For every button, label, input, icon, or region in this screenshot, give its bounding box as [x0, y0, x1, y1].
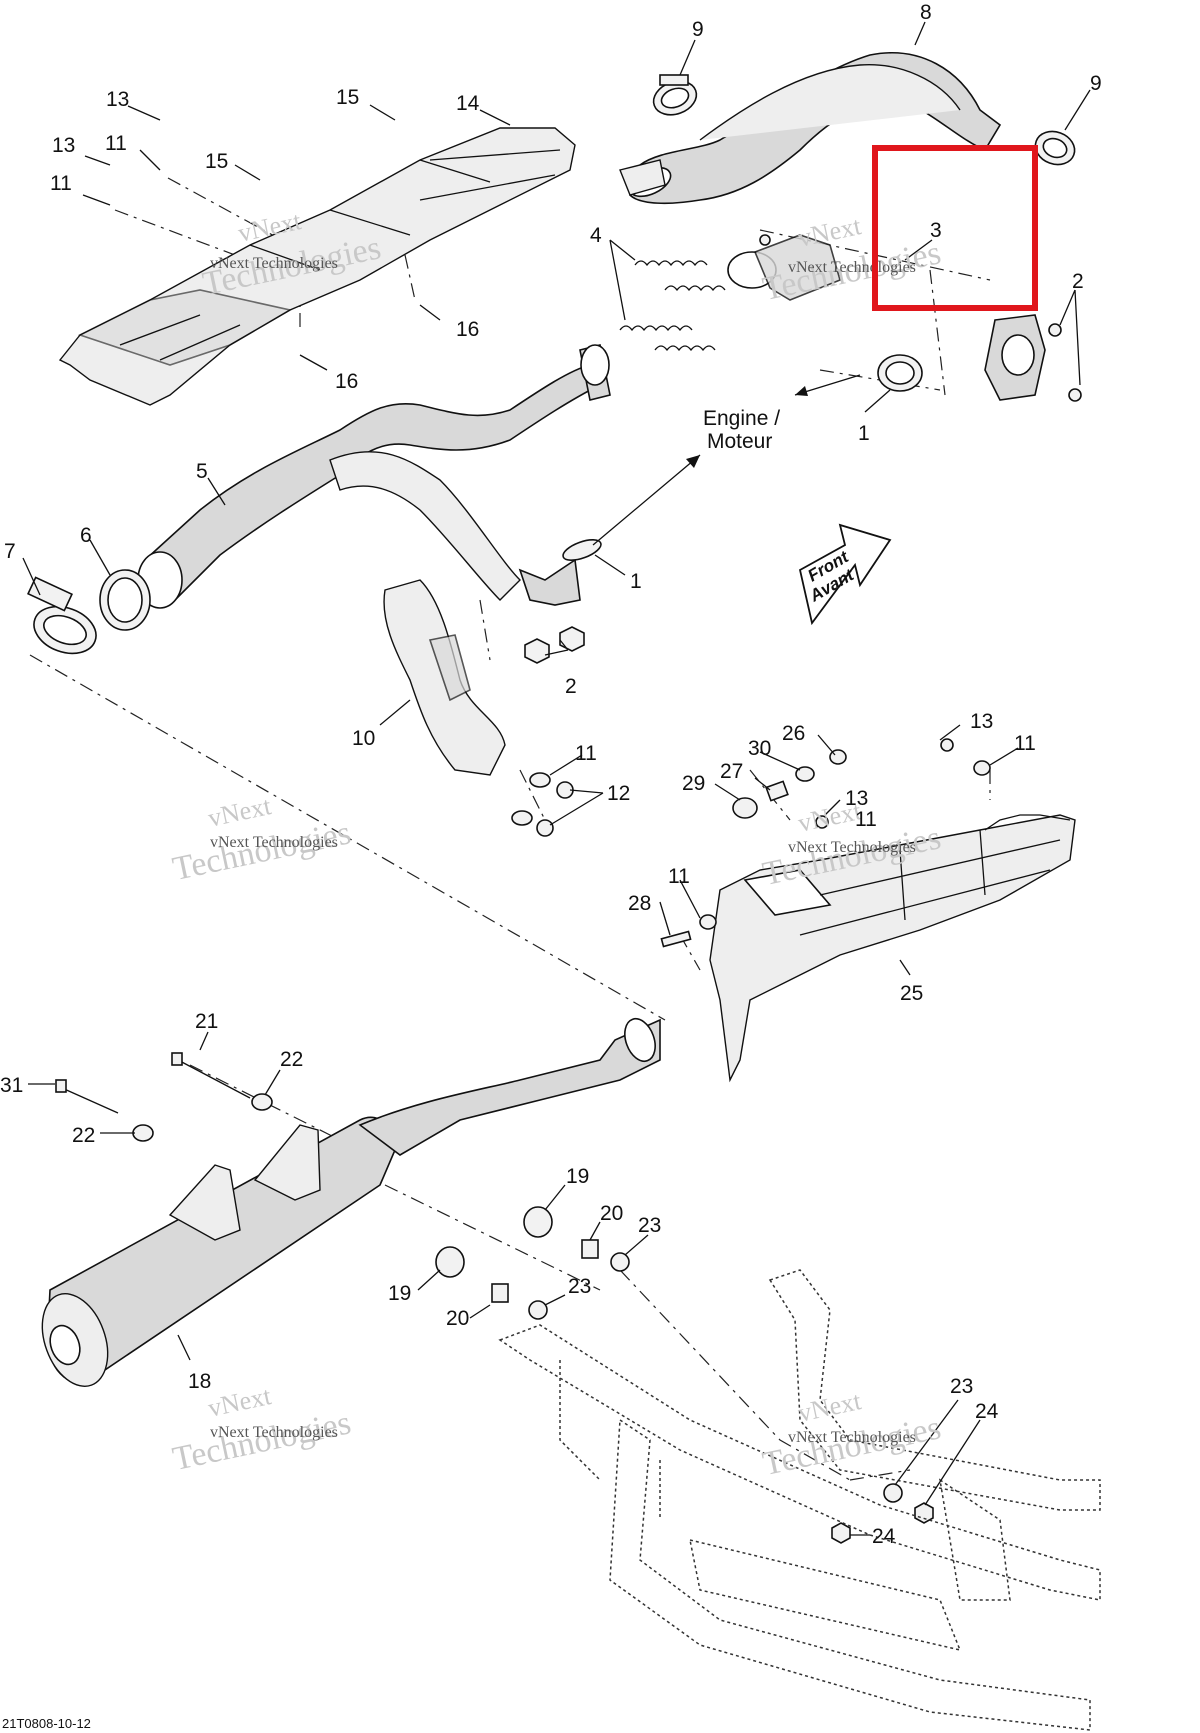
- engine-label-line2: Moteur: [707, 430, 772, 453]
- callout-23[interactable]: 23: [638, 1214, 661, 1237]
- callout-14[interactable]: 14: [456, 92, 480, 115]
- nuts-12: [536, 781, 574, 837]
- muffler-18: [41, 1017, 661, 1387]
- watermark-caption: vNext Technologies: [788, 839, 916, 856]
- callout-11[interactable]: 11: [668, 865, 690, 888]
- flex-pipe-3: [727, 234, 841, 301]
- callout-29[interactable]: 29: [682, 772, 705, 795]
- callout-9[interactable]: 9: [692, 18, 704, 41]
- callout-22[interactable]: 22: [280, 1048, 303, 1071]
- callout-20[interactable]: 20: [446, 1307, 469, 1330]
- front-arrow: Front Avant: [798, 523, 892, 626]
- callout-12[interactable]: 12: [607, 782, 630, 805]
- washers-22: [132, 1093, 273, 1142]
- callout-24[interactable]: 24: [872, 1525, 896, 1548]
- springs-4: [619, 260, 726, 352]
- gasket-1-upper: [877, 354, 923, 392]
- nuts-24: [831, 1502, 934, 1544]
- heat-shield-25: [709, 814, 1076, 1083]
- clamp-7: [27, 576, 97, 655]
- callout-19[interactable]: 19: [566, 1165, 589, 1188]
- callout-20[interactable]: 20: [600, 1202, 623, 1225]
- bolt-21: [171, 1052, 251, 1099]
- callout-11[interactable]: 11: [855, 808, 877, 831]
- watermark-technologies: Technologies: [170, 1404, 355, 1478]
- callout-18[interactable]: 18: [188, 1370, 211, 1393]
- callout-5[interactable]: 5: [196, 460, 208, 483]
- callout-11[interactable]: 11: [50, 172, 72, 195]
- exhaust-flange: [984, 314, 1082, 402]
- callout-19[interactable]: 19: [388, 1282, 411, 1305]
- bolt-31: [55, 1079, 119, 1114]
- callout-11[interactable]: 11: [575, 742, 597, 765]
- callout-leaders: [22, 21, 1091, 1536]
- callout-16[interactable]: 16: [335, 370, 358, 393]
- clamp-9-right: [1034, 130, 1076, 166]
- watermark-caption: vNext Technologies: [788, 259, 916, 276]
- callout-8[interactable]: 8: [920, 1, 932, 24]
- callout-13[interactable]: 13: [845, 787, 868, 810]
- callout-27[interactable]: 27: [720, 760, 743, 783]
- watermark-caption: vNext Technologies: [210, 1424, 338, 1441]
- callout-1[interactable]: 1: [858, 422, 870, 445]
- callout-4[interactable]: 4: [590, 224, 602, 247]
- watermark-technologies: Technologies: [170, 814, 355, 888]
- callout-1[interactable]: 1: [630, 570, 642, 593]
- watermark-vnext: vNext: [205, 791, 274, 833]
- highlight-box-callout-3: [872, 145, 1038, 311]
- gasket-1-lower: [562, 539, 602, 561]
- callout-25[interactable]: 25: [900, 982, 923, 1005]
- callout-10[interactable]: 10: [352, 727, 375, 750]
- watermark-caption: vNext Technologies: [210, 255, 338, 272]
- nuts-2-lower: [524, 626, 585, 664]
- watermark-vnext: vNext: [205, 1381, 274, 1423]
- sleeve-6: [99, 569, 151, 631]
- callout-30[interactable]: 30: [748, 737, 771, 760]
- watermark-caption: vNext Technologies: [788, 1429, 916, 1446]
- callout-11[interactable]: 11: [1014, 732, 1036, 755]
- grommets-19: [435, 1206, 553, 1278]
- callout-13[interactable]: 13: [970, 710, 993, 733]
- engine-direction-arrow: [592, 374, 861, 546]
- callout-26[interactable]: 26: [782, 722, 805, 745]
- callout-13[interactable]: 13: [106, 88, 129, 111]
- callout-23[interactable]: 23: [950, 1375, 973, 1398]
- engine-label-line1: Engine /: [703, 407, 780, 430]
- watermark-caption: vNext Technologies: [210, 834, 338, 851]
- callout-22[interactable]: 22: [72, 1124, 95, 1147]
- callout-9[interactable]: 9: [1090, 72, 1102, 95]
- callout-15[interactable]: 15: [336, 86, 359, 109]
- callout-2[interactable]: 2: [565, 675, 577, 698]
- heat-shield-14: [58, 127, 576, 406]
- watermark-vnext: vNext: [795, 1386, 864, 1428]
- tail-pipe-8: [619, 52, 1002, 205]
- washers-23: [528, 1252, 903, 1503]
- washers-11-mid: [511, 772, 551, 826]
- callout-28[interactable]: 28: [628, 892, 651, 915]
- callout-11[interactable]: 11: [105, 132, 127, 155]
- clamp-9-left: [652, 74, 698, 116]
- callout-13[interactable]: 13: [52, 134, 75, 157]
- callout-6[interactable]: 6: [80, 524, 92, 547]
- watermark-vnext: vNext: [795, 211, 864, 253]
- callout-15[interactable]: 15: [205, 150, 228, 173]
- callout-31[interactable]: 31: [0, 1074, 23, 1097]
- callout-2[interactable]: 2: [1072, 270, 1084, 293]
- drawing-code: 21T0808-10-12: [2, 1716, 91, 1731]
- callout-numbers: 13 13 11 11 15 15 14 16 16 9 8 9 4 3 2 1…: [0, 1, 1102, 1548]
- callout-7[interactable]: 7: [4, 540, 16, 563]
- sleeves-20: [491, 1239, 599, 1303]
- callout-3[interactable]: 3: [930, 219, 942, 242]
- callout-16[interactable]: 16: [456, 318, 479, 341]
- callout-24[interactable]: 24: [975, 1400, 999, 1423]
- callout-21[interactable]: 21: [195, 1010, 218, 1033]
- heat-shield-10: [383, 579, 506, 776]
- vehicle-frame: [498, 1269, 1101, 1731]
- callout-23[interactable]: 23: [568, 1275, 591, 1298]
- header-pipe-5: [137, 344, 611, 609]
